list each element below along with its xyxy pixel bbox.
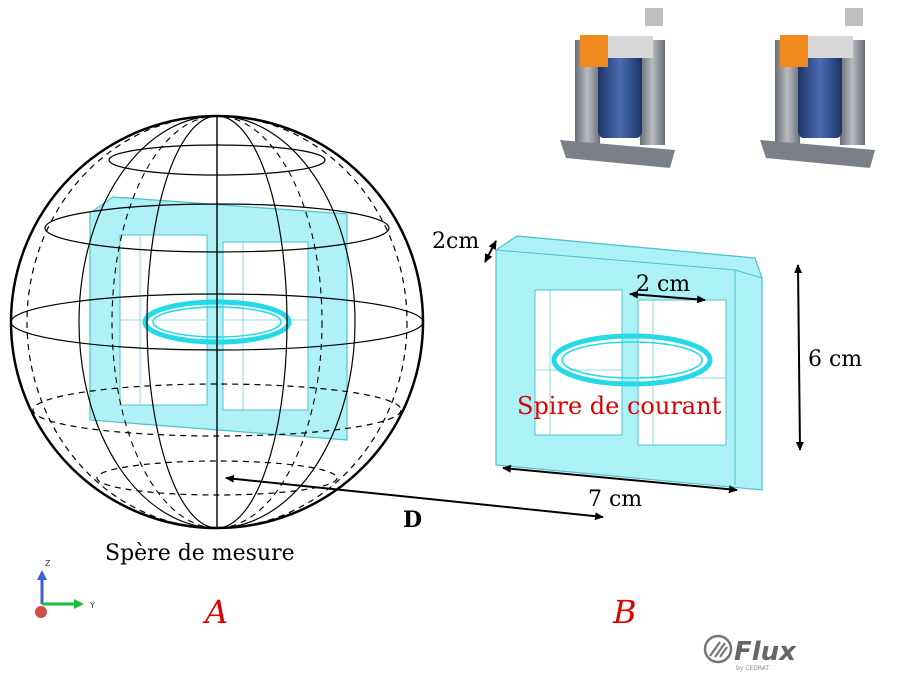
transformer-core	[495, 235, 763, 491]
logo-name: Flux	[734, 637, 797, 667]
transformer-photo-1	[560, 8, 675, 168]
y-axis-label: Y	[89, 601, 95, 610]
current-loop-label: Spire de courant	[517, 392, 722, 420]
label-a: A	[202, 593, 228, 631]
distance-label: D	[403, 507, 422, 533]
transformer-photo-2	[760, 8, 875, 168]
label-b: B	[612, 593, 637, 631]
height-label: 6 cm	[808, 347, 862, 372]
thickness-arrow	[484, 240, 497, 263]
thickness-label: 2cm	[432, 229, 479, 254]
flux-logo: Flux by CEDRAT	[703, 634, 797, 672]
distance-arrow	[225, 474, 604, 521]
height-arrow	[794, 264, 804, 451]
z-axis-label: Z	[45, 559, 51, 568]
sphere-core	[89, 196, 348, 441]
width-label: 7 cm	[588, 487, 642, 512]
width-arrow	[502, 464, 738, 494]
axis-triad: Z Y	[35, 559, 95, 618]
measurement-sphere	[9, 114, 425, 530]
window-width-arrow	[629, 290, 706, 304]
sphere-caption: Spère de mesure	[105, 541, 295, 566]
logo-sub: by CEDRAT	[736, 665, 769, 672]
window-width-label: 2 cm	[636, 272, 690, 297]
